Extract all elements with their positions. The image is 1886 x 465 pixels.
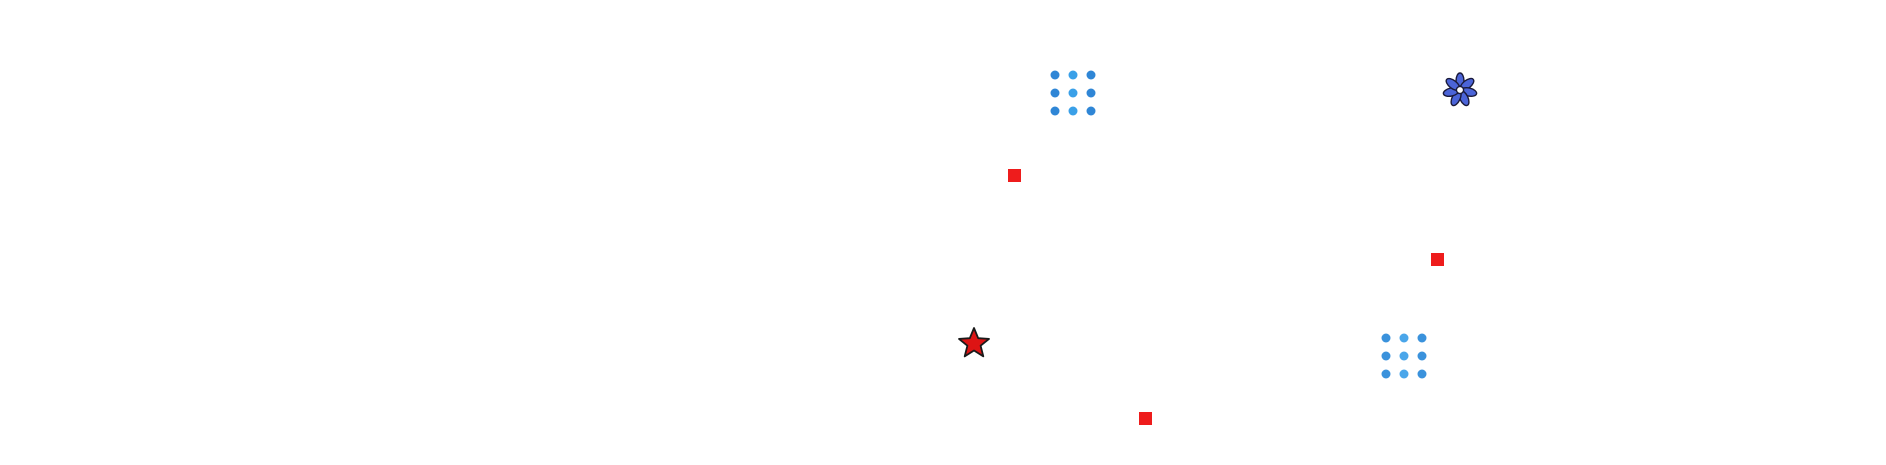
dot-grid-icon xyxy=(1050,70,1096,116)
dot xyxy=(1417,351,1427,361)
dot xyxy=(1068,106,1078,116)
dot xyxy=(1381,369,1391,379)
dot xyxy=(1068,70,1078,80)
dot xyxy=(1381,351,1391,361)
dot xyxy=(1086,106,1096,116)
dot xyxy=(1086,70,1096,80)
dot xyxy=(1399,351,1409,361)
square-icon xyxy=(1008,169,1021,182)
dot xyxy=(1050,106,1060,116)
dot xyxy=(1068,88,1078,98)
dot xyxy=(1086,88,1096,98)
dot xyxy=(1050,70,1060,80)
dot xyxy=(1417,369,1427,379)
dot xyxy=(1050,88,1060,98)
dot xyxy=(1399,333,1409,343)
square-icon xyxy=(1139,412,1152,425)
dot xyxy=(1399,369,1409,379)
dot xyxy=(1417,333,1427,343)
flower-center xyxy=(1455,85,1465,95)
star-icon xyxy=(957,326,991,360)
dot xyxy=(1381,333,1391,343)
square-icon xyxy=(1431,253,1444,266)
flower-icon xyxy=(1442,72,1478,108)
dot-grid-icon xyxy=(1381,333,1427,379)
